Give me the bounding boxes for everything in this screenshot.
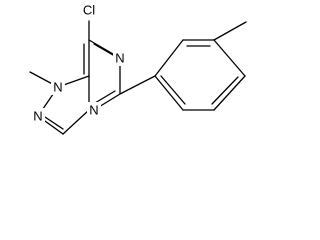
bond-ph1-ph2 [154,39,184,77]
atom-nitrogen-top: N [115,51,124,66]
bond-ph4-ph5-inner [211,76,239,105]
bond-ph3-ph4 [213,39,246,77]
bond-lines [29,20,247,135]
bond-c5-n4-inner [94,90,116,104]
bond-ph4-methyl [213,21,247,41]
atom-labels: Cl N N N N [31,2,127,124]
bond-c3-c3a [62,109,90,135]
bond-ph6-ph1 [154,75,184,111]
bond-ph6-ph1-inner [160,75,186,105]
chemical-structure-diagram: Cl N N N N [29,2,247,135]
bond-n2-c3-inner [44,116,64,130]
bond-ph4-ph5 [213,75,246,111]
atom-nitrogen-pyrazole: N [33,109,42,124]
bond-c5-phenyl [119,75,156,95]
atom-nitrogen-bottom: N [89,103,98,118]
atom-chlorine: Cl [83,3,95,18]
atom-nitrogen-methyl: N [53,80,62,95]
